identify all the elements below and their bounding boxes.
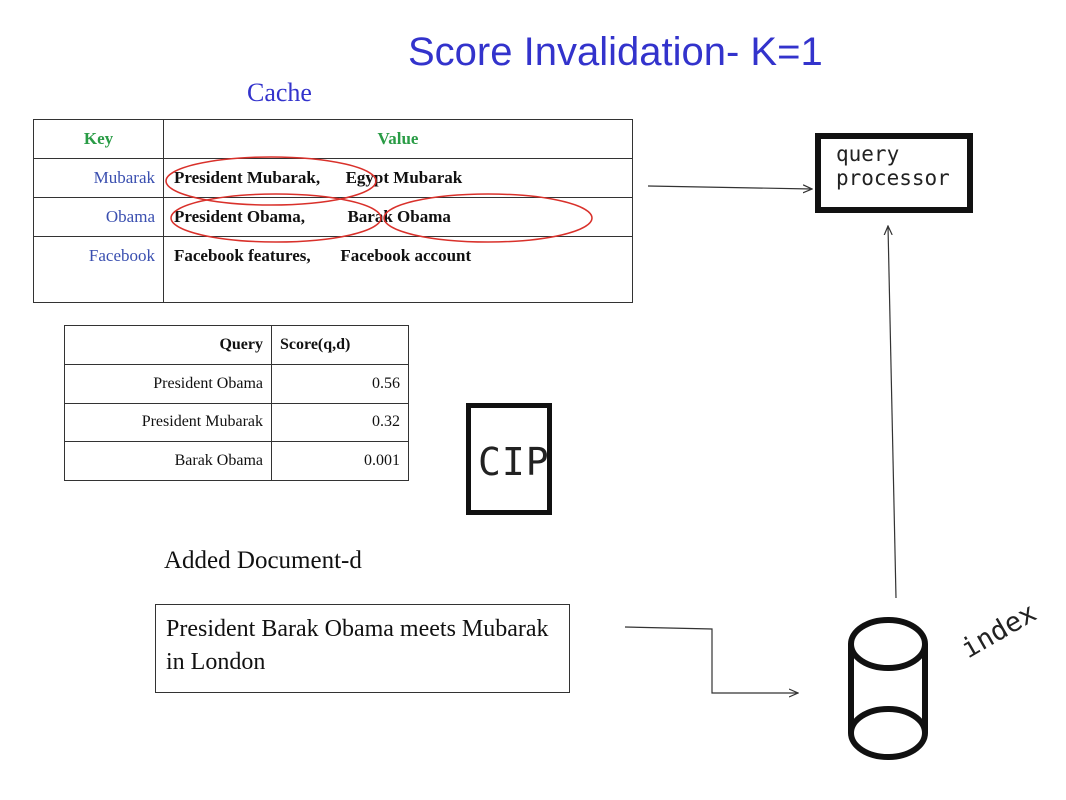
table-row: Facebook Facebook features, Facebook acc… — [33, 236, 633, 303]
cache-key-header: Key — [33, 119, 164, 159]
cache-value: President Mubarak, Egypt Mubarak — [163, 158, 633, 198]
table-row: Obama President Obama, Barak Obama — [33, 197, 633, 237]
highlight-circle — [170, 193, 382, 243]
index-cylinder-icon — [848, 617, 928, 760]
cache-label: Cache — [247, 78, 312, 107]
query-processor-label: query processor — [836, 142, 956, 190]
cache-key: Obama — [33, 197, 164, 237]
arrow-cache-to-processor — [647, 186, 812, 189]
score-header-row: Query Score(q,d) — [64, 325, 409, 365]
table-row: Barak Obama 0.001 — [64, 441, 409, 481]
arrow-index-to-processor — [888, 226, 897, 599]
table-row: President Mubarak 0.32 — [64, 402, 409, 443]
query-cell: Barak Obama — [64, 441, 272, 481]
table-row: Mubarak President Mubarak, Egypt Mubarak — [33, 158, 633, 198]
query-cell: President Obama — [64, 363, 272, 404]
query-header: Query — [64, 325, 272, 365]
query-cell: President Mubarak — [64, 402, 272, 443]
table-row: President Obama 0.56 — [64, 363, 409, 404]
arrow-document-to-index — [624, 626, 798, 693]
cache-key: Mubarak — [33, 158, 164, 198]
cache-value: Facebook features, Facebook account — [163, 236, 633, 303]
cip-box — [466, 403, 552, 515]
cache-table: Key Value Mubarak President Mubarak, Egy… — [33, 119, 633, 303]
cip-label: CIP — [478, 440, 550, 484]
added-document-box: President Barak Obama meets Mubarak in L… — [155, 604, 570, 693]
cache-value: President Obama, Barak Obama — [163, 197, 633, 237]
score-table: Query Score(q,d) President Obama 0.56 Pr… — [64, 325, 409, 481]
highlight-circle — [383, 193, 593, 243]
added-document-label: Added Document-d — [164, 547, 362, 574]
score-cell: 0.56 — [271, 363, 409, 404]
cache-key: Facebook — [33, 236, 164, 303]
query-processor-box — [815, 133, 973, 213]
slide-title: Score Invalidation- K=1 — [408, 30, 823, 74]
score-cell: 0.001 — [271, 441, 409, 481]
score-cell: 0.32 — [271, 402, 409, 443]
score-header: Score(q,d) — [271, 325, 409, 365]
highlight-circle — [165, 156, 377, 206]
query-processor-text: query processor — [836, 142, 950, 190]
